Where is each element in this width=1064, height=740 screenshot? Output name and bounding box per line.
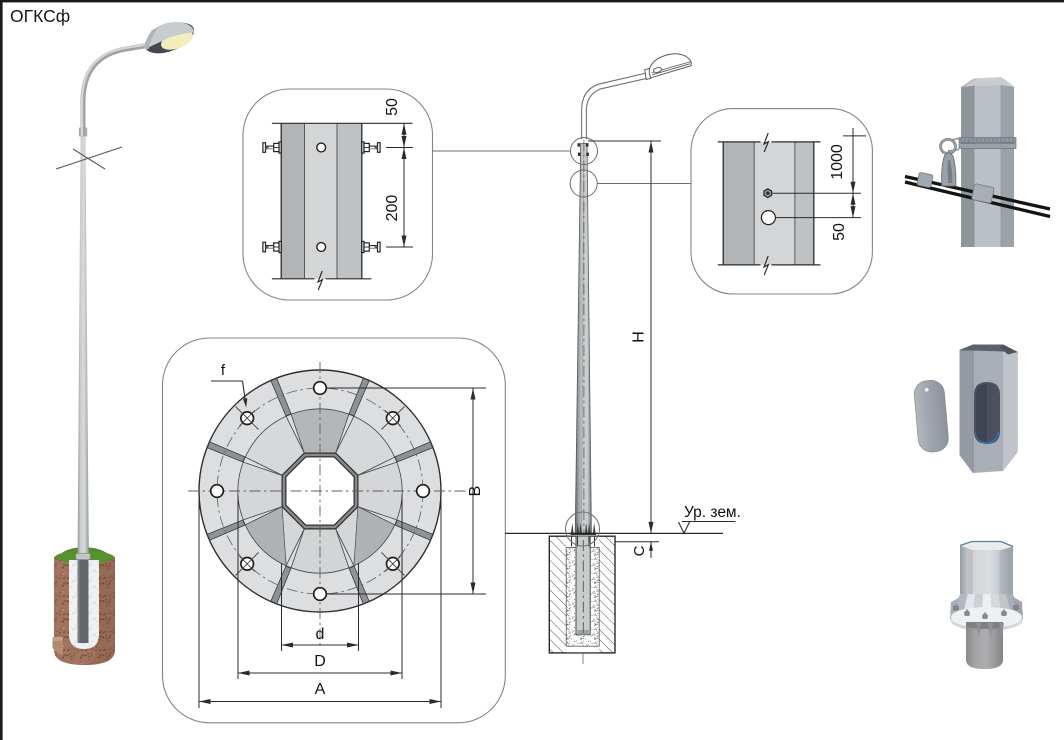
- svg-text:1000: 1000: [829, 144, 846, 180]
- svg-text:A: A: [315, 681, 326, 698]
- svg-text:d: d: [316, 626, 325, 643]
- svg-text:D: D: [314, 653, 326, 670]
- svg-text:f: f: [221, 362, 226, 379]
- svg-text:200: 200: [384, 195, 401, 222]
- svg-text:50: 50: [831, 223, 848, 241]
- svg-text:Ур. зем.: Ур. зем.: [684, 504, 741, 521]
- svg-text:ОГКСф: ОГКСф: [10, 6, 70, 26]
- svg-text:C: C: [631, 545, 648, 556]
- svg-text:50: 50: [384, 98, 401, 116]
- svg-text:H: H: [631, 331, 648, 343]
- svg-text:B: B: [467, 486, 484, 497]
